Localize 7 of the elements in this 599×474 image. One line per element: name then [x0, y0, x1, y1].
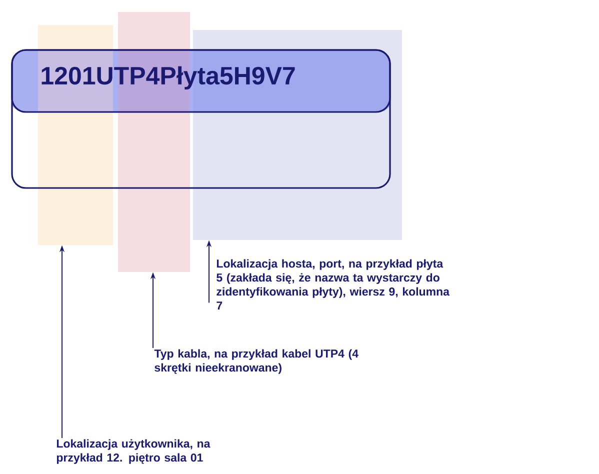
highlight-band [193, 189, 402, 240]
annotation-text: Typ kabla, na przykład kabel UTP4 (4 skrętki nieekranowane) [154, 349, 358, 374]
highlight-band [118, 189, 190, 272]
label-box: 1201UTP4Płyta5H9V7 [11, 12, 402, 189]
annotation-text: Lokalizacja użytkownika, na przykład 12. piętro sala 01 [56, 439, 210, 464]
annotation-text: Lokalizacja hosta, port, na przykład płyta 5 (zakłada się, że nazwa ta wystarczy do zidentyfikowania płyty), wiersz 9, kolumna 7 [216, 259, 450, 310]
highlight-band [38, 189, 113, 245]
